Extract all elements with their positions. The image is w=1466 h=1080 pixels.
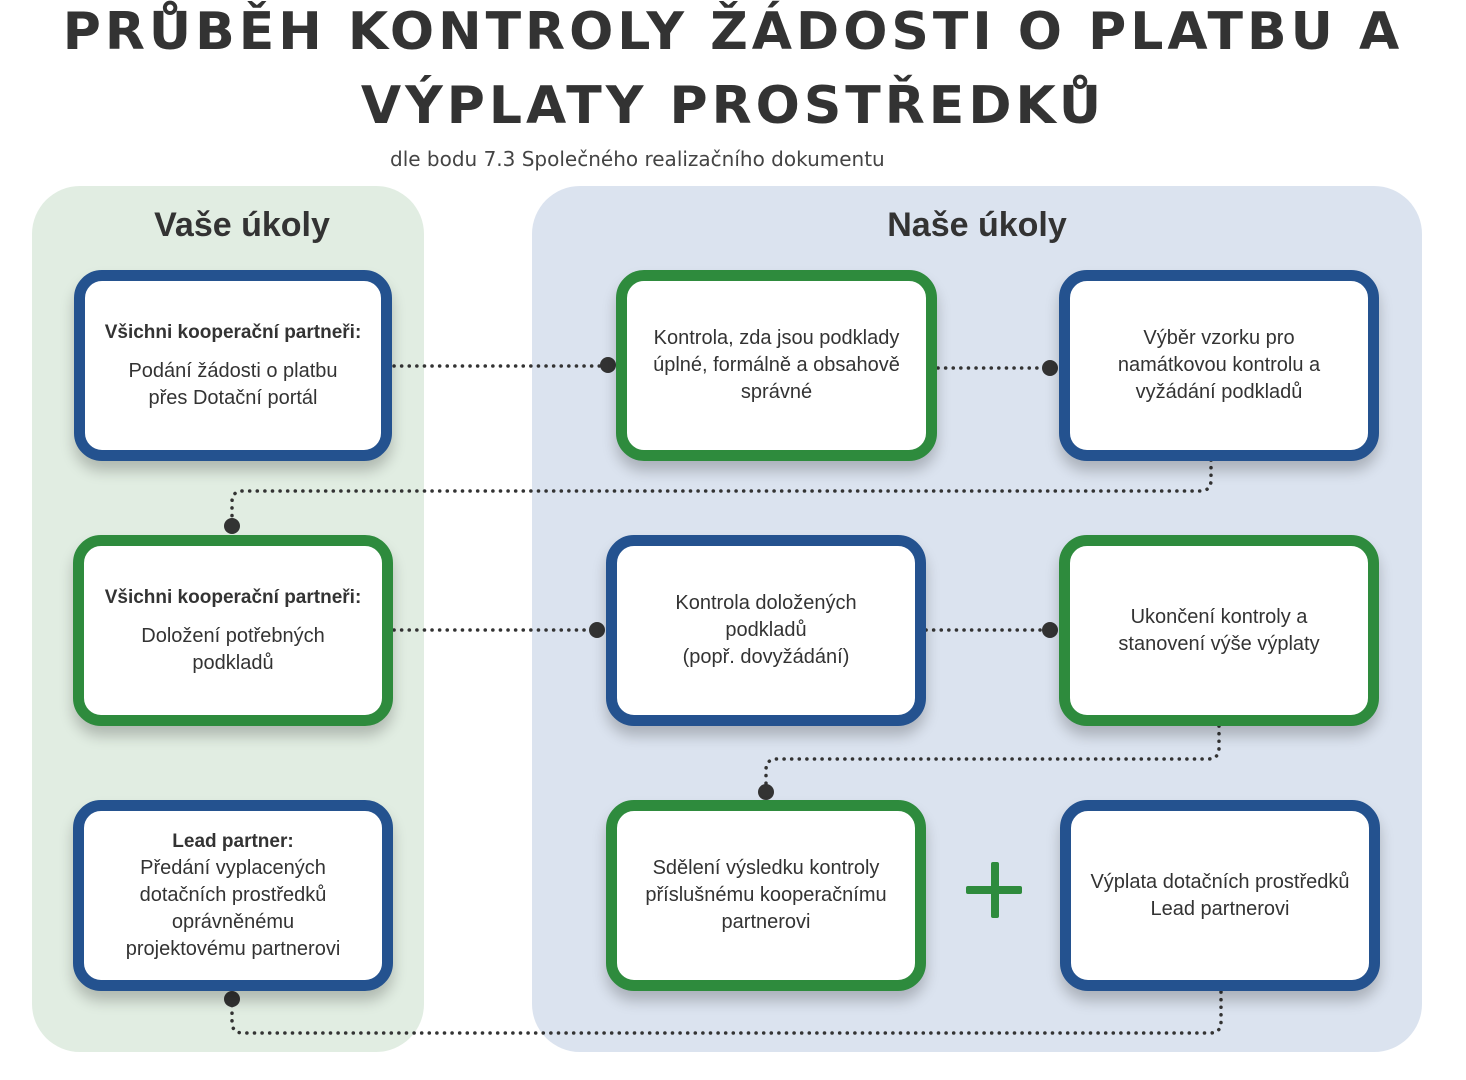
page-title-line-2: VÝPLATY PROSTŘEDKŮ (360, 76, 1106, 136)
box-submit-request-head: Všichni kooperační partneři: (104, 322, 362, 343)
page-subtitle: dle bodu 7.3 Společného realizačního dok… (390, 147, 885, 171)
box-payout-text: Výplata dotačních prostředků Lead partne… (1090, 870, 1350, 920)
box-sample-selection-text: Výběr vzorku pro namátkovou kontrolu a v… (1117, 327, 1321, 403)
your-tasks-title: Vaše úkoly (154, 206, 330, 244)
box-check-documents-line1: Kontrola doložených podkladů (675, 592, 857, 641)
our-tasks-title: Naše úkoly (887, 206, 1067, 244)
connector-dot (758, 784, 774, 800)
box-check-completeness: Kontrola, zda jsou podklady úplné, formá… (616, 270, 937, 461)
connector-dot (224, 991, 240, 1007)
box-finish-check: Ukončení kontroly a stanovení výše výpla… (1059, 535, 1379, 726)
box-lead-partner-head: Lead partner: (172, 831, 294, 852)
box-check-documents: Kontrola doložených podkladů (popř. dovy… (606, 535, 926, 726)
box-check-completeness-text: Kontrola, zda jsou podklady úplné, formá… (653, 327, 900, 403)
box-documents: Všichni kooperační partneři: Doložení po… (73, 535, 393, 726)
box-submit-request: Všichni kooperační partneři: Podání žádo… (74, 270, 392, 461)
connector-dot (589, 622, 605, 638)
connector-payout-to-lead (230, 990, 1223, 1035)
box-check-documents-line2: (popř. dovyžádání) (682, 646, 850, 668)
box-documents-head: Všichni kooperační partneři: (104, 587, 362, 608)
box-notify-result: Sdělení výsledku kontroly příslušnému ko… (606, 800, 926, 991)
box-finish-check-text: Ukončení kontroly a stanovení výše výpla… (1118, 605, 1320, 655)
box-lead-partner: Lead partner: Předání vyplacených dotačn… (73, 800, 393, 991)
box-documents-text: Doložení potřebných podkladů (141, 625, 325, 674)
connector-sample-to-documents (230, 458, 1213, 527)
connector-dot (1042, 360, 1058, 376)
connector-dot (600, 357, 616, 373)
box-lead-partner-text: Předání vyplacených dotačních prostředků… (125, 857, 341, 960)
box-notify-result-text: Sdělení výsledku kontroly příslušnému ko… (645, 857, 887, 933)
connector-dot (1042, 622, 1058, 638)
page-title-line-1: PRŮBĚH KONTROLY ŽÁDOSTI O PLATBU A (62, 2, 1404, 62)
box-submit-request-text: Podání žádosti o platbu přes Dotační por… (128, 360, 338, 409)
connector-dot (224, 518, 240, 534)
connector-finish-to-notify (764, 724, 1221, 794)
box-payout: Výplata dotačních prostředků Lead partne… (1060, 800, 1380, 991)
box-sample-selection: Výběr vzorku pro namátkovou kontrolu a v… (1059, 270, 1379, 461)
plus-icon (966, 858, 1022, 922)
